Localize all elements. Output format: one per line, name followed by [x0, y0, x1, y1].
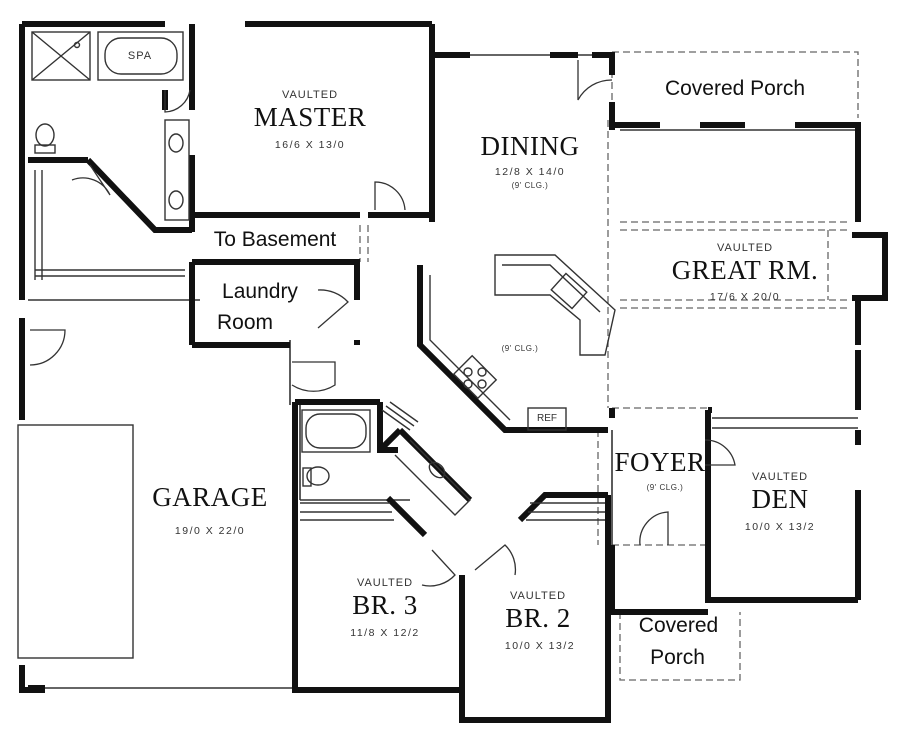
- master-tag: VAULTED: [281, 89, 339, 101]
- dining-dims: 12/8 X 14/0: [494, 166, 566, 178]
- garage-dims: 19/0 X 22/0: [174, 525, 246, 537]
- master-dims: 16/6 X 13/0: [274, 139, 346, 151]
- dining-ceiling: (9' CLG.): [511, 181, 549, 190]
- to-basement-note: To Basement: [213, 228, 337, 251]
- den-name: DEN: [751, 484, 809, 514]
- kitchen-ceiling: (9' CLG.): [501, 344, 539, 353]
- dining-name: DINING: [480, 131, 580, 161]
- den-tag: VAULTED: [751, 471, 809, 483]
- ref-label: REF: [537, 413, 557, 424]
- br3-tag: VAULTED: [356, 577, 414, 589]
- br2-dims: 10/0 X 13/2: [504, 640, 576, 652]
- great-room-tag: VAULTED: [716, 242, 774, 254]
- br2-name: BR. 2: [505, 603, 571, 633]
- fixtures: [17, 31, 616, 659]
- walls: [19, 21, 888, 723]
- laundry-line1: Laundry: [222, 280, 298, 303]
- br2-tag: VAULTED: [509, 590, 567, 602]
- br3-name: BR. 3: [352, 590, 418, 620]
- spa-label: SPA: [127, 50, 153, 62]
- den-dims: 10/0 X 13/2: [744, 521, 816, 533]
- covered-porch-bottom-line2: Porch: [650, 646, 705, 669]
- br3-dims: 11/8 X 12/2: [350, 627, 420, 639]
- door-swings: [29, 60, 736, 587]
- laundry-line2: Room: [216, 311, 274, 334]
- great-room-name: GREAT RM.: [671, 255, 819, 285]
- master-name: MASTER: [253, 102, 367, 132]
- foyer-ceiling: (9' CLG.): [646, 483, 684, 492]
- great-room-dims: 17/6 X 20/0: [709, 291, 781, 303]
- foyer-name: FOYER: [614, 447, 706, 477]
- garage-name: GARAGE: [152, 482, 268, 512]
- covered-porch-bottom-line1: Covered: [638, 614, 719, 637]
- covered-porch-top: Covered Porch: [664, 77, 806, 100]
